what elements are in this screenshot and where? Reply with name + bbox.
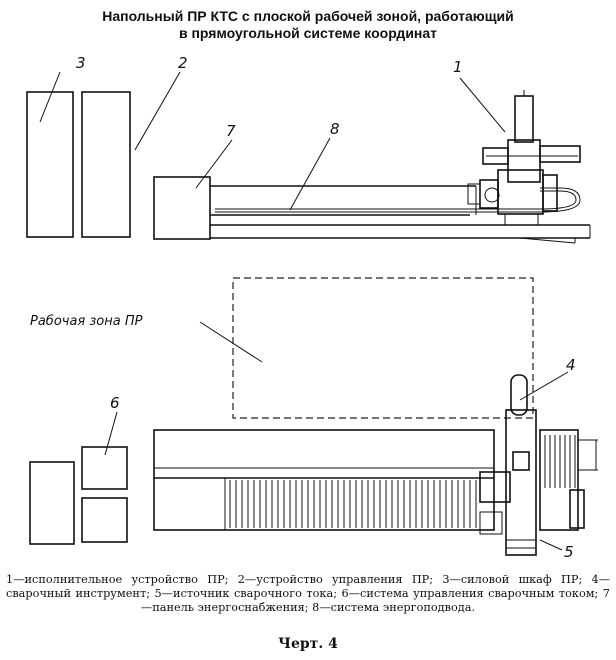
- callout-8: 8: [330, 120, 340, 138]
- callout-1: 1: [453, 58, 463, 76]
- sheet-label: Черт. 4: [278, 636, 338, 652]
- base-rail: [210, 185, 591, 244]
- energy-panel-7: [153, 176, 211, 240]
- callout-5: 5: [564, 543, 574, 561]
- callout-3: 3: [76, 54, 86, 72]
- control-unit-2: [81, 91, 131, 238]
- work-zone-label: Рабочая зона ПР: [30, 314, 143, 329]
- power-cabinet-plan: [29, 461, 75, 545]
- legend-caption: 1—исполнительное устройство ПР; 2—устрой…: [6, 573, 610, 614]
- power-cabinet-3: [26, 91, 74, 238]
- gear-lines: [544, 435, 576, 488]
- drawing-title: Напольный ПР КТС с плоской рабочей зоной…: [0, 8, 616, 42]
- rack-teeth: [229, 480, 477, 528]
- cable-chain-8: [215, 187, 581, 213]
- weld-control-6: [81, 446, 128, 490]
- rail-plan: [153, 429, 495, 531]
- title-line-2: в прямоугольной системе координат: [178, 25, 438, 41]
- callout-7: 7: [226, 122, 236, 140]
- callout-6: 6: [110, 394, 120, 412]
- callout-2: 2: [178, 54, 188, 72]
- executive-device-1: [467, 90, 581, 225]
- carriage-plan: [479, 429, 598, 535]
- work-zone-boundary: [232, 277, 534, 419]
- welding-tool-4: [505, 374, 537, 556]
- control-unit-plan: [81, 497, 128, 543]
- callout-4: 4: [566, 356, 576, 374]
- title-line-1: Напольный ПР КТС с плоской рабочей зоной…: [102, 8, 514, 24]
